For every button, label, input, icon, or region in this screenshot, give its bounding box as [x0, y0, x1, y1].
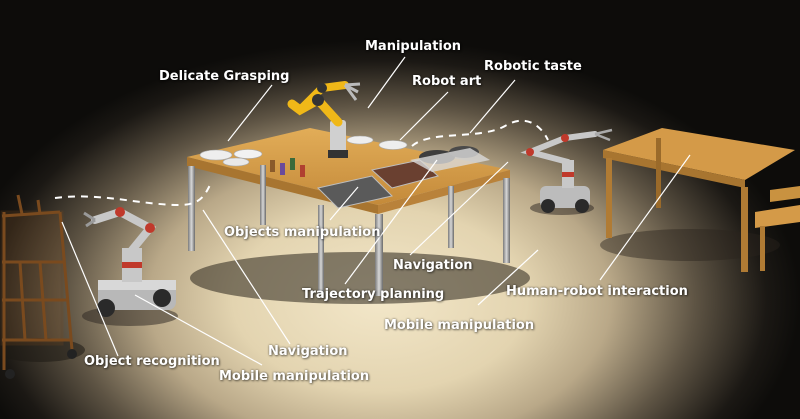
label-mobile-manipulation-left: Mobile manipulation [219, 369, 370, 384]
annotation-lines [61, 56, 691, 366]
label-human-robot-interaction: Human-robot interaction [506, 284, 688, 299]
label-object-recognition: Object recognition [84, 354, 220, 369]
label-robotic-taste: Robotic taste [484, 59, 582, 74]
label-manipulation: Manipulation [365, 39, 462, 54]
right-table [603, 128, 800, 272]
cart-wheel [5, 369, 15, 379]
main-table-shadow [190, 252, 530, 304]
label-robot-art: Robot art [412, 74, 482, 89]
left-mobile-robot [82, 207, 178, 326]
table-robot-arm [287, 81, 361, 158]
table-objects [199, 135, 490, 209]
label-mobile-manipulation-center: Mobile manipulation [384, 318, 535, 333]
wooden-cart [0, 194, 74, 370]
label-delicate-grasping: Delicate Grasping [159, 69, 290, 84]
label-navigation-center: Navigation [393, 258, 473, 273]
label-objects-manipulation: Objects manipulation [224, 225, 381, 240]
cart-shadow [0, 338, 85, 362]
label-trajectory-planning: Trajectory planning [302, 287, 445, 302]
right-trajectory-path [411, 119, 549, 147]
label-navigation-left: Navigation [268, 344, 348, 359]
right-table-shadow [600, 229, 780, 261]
left-trajectory-path [54, 184, 211, 207]
cart-wheel [67, 349, 77, 359]
right-mobile-robot [520, 128, 613, 215]
